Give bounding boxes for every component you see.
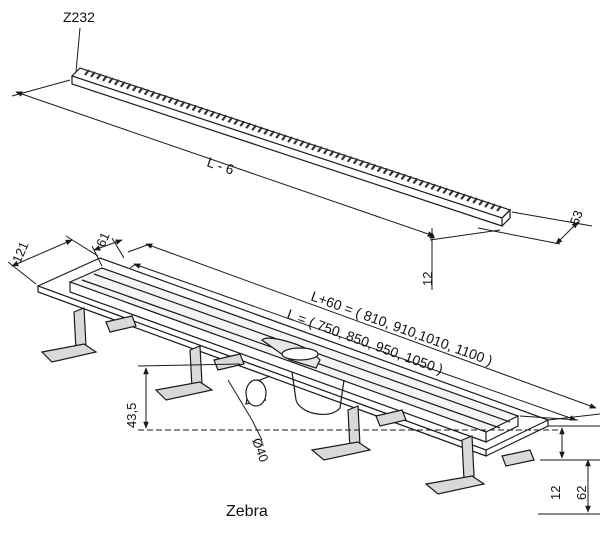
part-code-leader	[75, 27, 81, 73]
channel-width-dimension	[7, 235, 125, 285]
grate-length-dimension	[11, 79, 501, 241]
drain-cover	[281, 347, 319, 361]
total-height-label: 62	[574, 486, 589, 500]
drawing-caption: Zebra	[226, 503, 268, 520]
channel-width-inner-label: 61	[93, 230, 113, 249]
outlet-diameter-label: Ø40	[249, 436, 272, 464]
length-dimensions	[127, 243, 600, 421]
channel-drawing	[36, 257, 550, 495]
channel-width-outer-label: 121	[9, 239, 32, 265]
part-code-label: Z232	[63, 9, 95, 25]
grate-outline-side	[71, 76, 503, 227]
grate-width-label: 53	[567, 208, 586, 227]
flange-height-label: 12	[548, 486, 563, 500]
grate-drawing	[70, 67, 512, 227]
outlet-height-label: 43,5	[124, 403, 139, 428]
grate-length-label: L - 6	[205, 154, 236, 178]
outlet-dimensions	[137, 363, 560, 441]
grate-height-label: 12	[420, 272, 435, 286]
grate-outline-top	[70, 67, 512, 219]
grate-end-right	[501, 208, 511, 227]
height-dimensions	[538, 425, 600, 515]
grate-width-dimension	[477, 211, 593, 245]
